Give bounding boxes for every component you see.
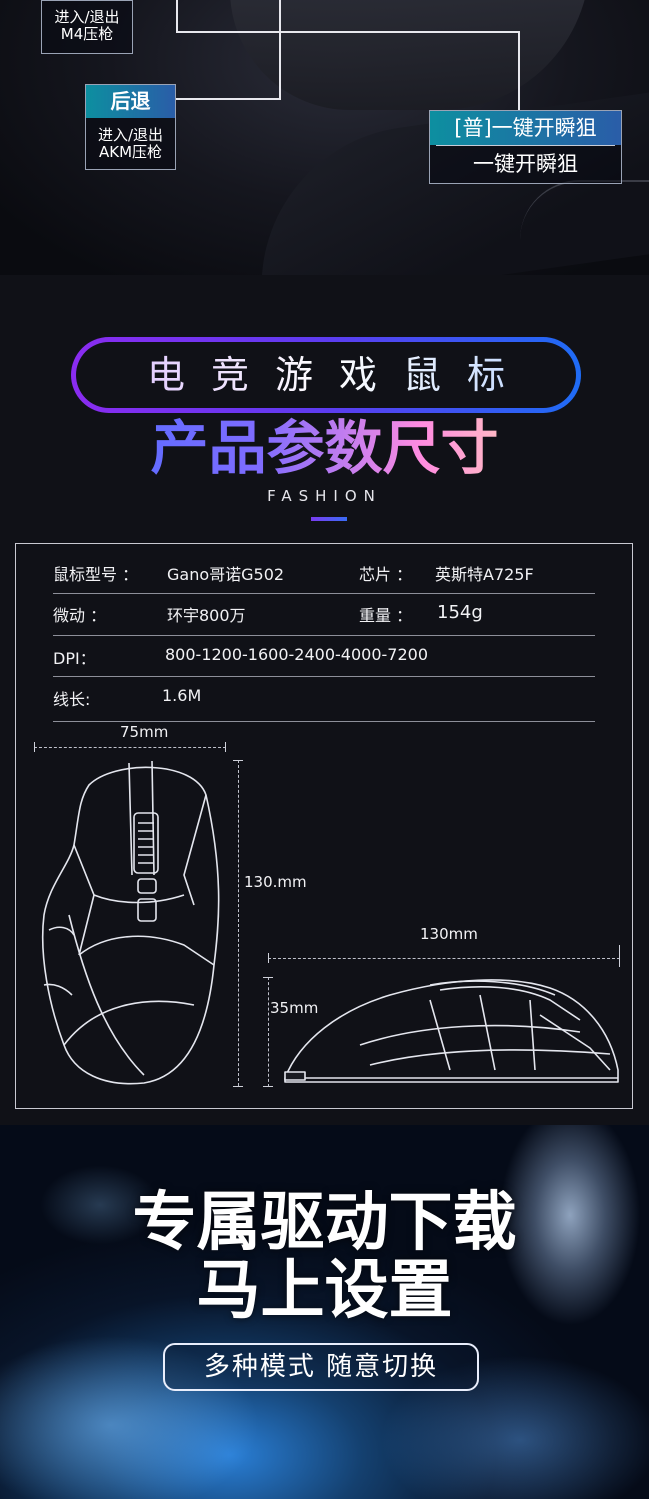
spec-label-weight: 重量 ：	[359, 606, 413, 625]
dim-tick	[225, 742, 226, 752]
spec-label-model: 鼠标型号 ：	[53, 565, 139, 584]
connector-line	[175, 98, 281, 100]
connector-line	[176, 0, 178, 33]
spec-value-weight: 154g	[437, 602, 483, 623]
label-line: 进入/退出	[54, 8, 120, 26]
label-line: AKM压枪	[98, 143, 163, 161]
dim-height-label: 35mm	[270, 999, 319, 1017]
dim-tick	[34, 742, 35, 752]
dim-length-side-label: 130mm	[420, 925, 478, 943]
mouse-side-view-sketch	[284, 979, 619, 1083]
label-back-button: 后退 进入/退出 AKM压枪	[85, 84, 176, 170]
dim-tick	[619, 945, 620, 967]
dim-width-line	[34, 747, 226, 748]
dim-length-top-label: 130.mm	[244, 873, 307, 891]
dim-tick	[268, 953, 269, 963]
hero-figure-image	[480, 1125, 649, 1355]
row-divider	[53, 676, 595, 677]
energy-flare	[40, 1165, 160, 1245]
dim-length-line	[238, 760, 239, 1086]
mouse-top-view-sketch	[41, 760, 220, 1085]
label-divider	[436, 145, 615, 146]
spec-table-frame	[15, 543, 633, 1109]
spec-value-model: Gano哥诺G502	[167, 565, 285, 584]
spec-value-chip: 英斯特A725F	[435, 565, 534, 584]
category-pill	[71, 337, 581, 413]
label-head: 后退	[86, 85, 175, 118]
dim-tick	[233, 1086, 243, 1087]
mode-switch-button[interactable]: 多种模式 随意切换	[163, 1343, 479, 1391]
row-divider	[53, 593, 595, 594]
dim-tick	[263, 977, 273, 978]
driver-download-section	[0, 1125, 649, 1499]
accent-bar	[311, 517, 347, 521]
energy-flare	[380, 1355, 649, 1499]
spec-value-cable: 1.6M	[162, 686, 202, 705]
connector-line	[279, 0, 281, 100]
label-head: [普]一键开瞬狙	[430, 111, 621, 145]
label-line: M4压枪	[60, 25, 114, 43]
connector-line	[176, 31, 520, 33]
row-divider	[53, 721, 595, 722]
specs-title: 产品参数尺寸	[0, 413, 649, 483]
dim-tick	[233, 760, 243, 761]
dim-tick	[263, 1086, 273, 1087]
mouse-photo	[230, 0, 590, 110]
label-forward-button: 进入/退出 M4压枪	[41, 0, 133, 54]
spec-value-switch: 环宇800万	[167, 606, 246, 625]
label-sniper-button: [普]一键开瞬狙 一键开瞬狙	[429, 110, 622, 184]
dim-width-label: 75mm	[120, 723, 169, 741]
energy-flare	[0, 1335, 260, 1499]
button-mapping-section: 进入/退出 M4压枪 后退 进入/退出 AKM压枪 [普]一键开瞬狙 一键开瞬狙	[0, 0, 649, 275]
row-divider	[53, 635, 595, 636]
spec-label-dpi: DPI：	[53, 649, 96, 668]
driver-title-line2: 马上设置	[196, 1254, 453, 1328]
label-line: 进入/退出	[97, 126, 164, 144]
spec-label-cable: 线长:	[53, 690, 91, 709]
spec-label-switch: 微动 ：	[53, 606, 107, 625]
specs-subtitle: FASHION	[267, 487, 382, 505]
dim-height-line	[268, 977, 269, 1087]
label-line: 一键开瞬狙	[473, 152, 578, 176]
dim-length-side-line	[268, 958, 620, 959]
spec-label-chip: 芯片 ：	[359, 565, 413, 584]
category-pill-text: 电竞游戏鼠标	[71, 337, 581, 413]
connector-line	[518, 31, 520, 111]
specs-section	[0, 275, 649, 1125]
driver-title-line1: 专属驱动下载	[132, 1186, 517, 1260]
spec-value-dpi: 800-1200-1600-2400-4000-7200	[165, 645, 428, 664]
